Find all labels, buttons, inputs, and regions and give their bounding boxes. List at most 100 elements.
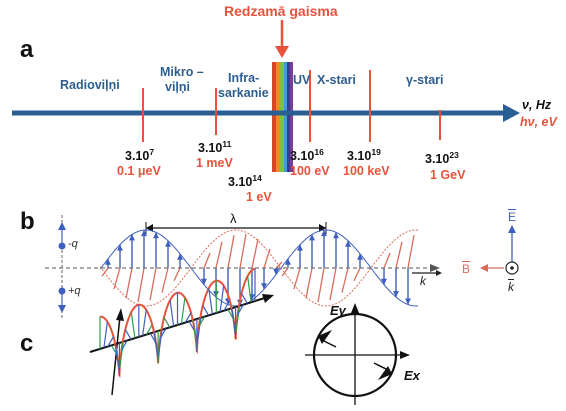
e-field-arrowhead bbox=[381, 278, 387, 285]
b-field-arrow bbox=[203, 252, 211, 269]
tick-energy: 1 GeV bbox=[430, 168, 466, 182]
e-field-arrowhead bbox=[345, 240, 351, 247]
b-field-arrow bbox=[137, 267, 145, 303]
b-field-arrow bbox=[149, 267, 157, 301]
b-field-arrow bbox=[395, 241, 403, 269]
e-field-arrowhead bbox=[273, 268, 279, 275]
e-field-arrowhead bbox=[153, 232, 159, 239]
wavelength-label: λ bbox=[230, 211, 237, 226]
b-field-arrow bbox=[329, 267, 337, 301]
electric-field-wave bbox=[99, 229, 419, 307]
rotation-arrow-bottom bbox=[378, 366, 392, 380]
e-field-arrowhead bbox=[393, 291, 399, 298]
helix-field-vector bbox=[184, 312, 192, 323]
helix-field-vector bbox=[114, 344, 120, 371]
tick-value: 3.1019 bbox=[347, 147, 381, 164]
tick-energy: 100 eV bbox=[290, 164, 330, 178]
tick-value: 3.1016 bbox=[290, 147, 324, 164]
helix-field-vector bbox=[119, 341, 124, 368]
e-field-arrowhead bbox=[177, 253, 183, 260]
helix-field-vector bbox=[231, 308, 236, 335]
ey-label: Ey bbox=[330, 303, 346, 318]
polarized-helix bbox=[89, 267, 274, 396]
polarization-circle bbox=[305, 303, 410, 405]
helix-field-vector bbox=[196, 317, 202, 344]
b-field-arrow bbox=[227, 234, 235, 269]
helix-field-vector bbox=[192, 320, 198, 347]
axis-label-energy: hν, eV bbox=[520, 115, 557, 129]
region-infra-2: sarkanie bbox=[218, 86, 269, 100]
e-field-arrowhead bbox=[285, 258, 291, 265]
tick-value: 3.1014 bbox=[228, 173, 262, 190]
k-label-wave: k bbox=[420, 274, 426, 288]
b-field-arrow bbox=[161, 267, 169, 293]
e-field-arrowhead bbox=[129, 234, 135, 241]
visible-spectrum-band bbox=[272, 62, 293, 172]
helix-field-vector bbox=[130, 312, 136, 339]
helix-field-vector bbox=[247, 276, 252, 303]
helix-field-vector bbox=[237, 304, 244, 315]
electric-wave-envelope bbox=[99, 229, 419, 307]
e-field-arrowhead bbox=[117, 244, 123, 251]
k-out-of-page-icon bbox=[505, 261, 519, 275]
b-field-arrow bbox=[383, 252, 391, 269]
tick-energy: 0.1 μeV bbox=[117, 164, 161, 178]
tick-energy: 1 eV bbox=[246, 190, 272, 204]
helix-field-vector bbox=[124, 329, 132, 340]
b-field-arrow bbox=[173, 267, 181, 282]
panel-c-label: c bbox=[20, 330, 34, 357]
visible-light-arrowhead bbox=[275, 46, 289, 58]
helix-field-vector bbox=[107, 336, 115, 347]
b-field-arrow bbox=[275, 261, 283, 269]
magnetic-wave-envelope bbox=[99, 229, 419, 307]
helix-field-vector bbox=[120, 340, 128, 351]
frequency-axis-arrowhead bbox=[503, 104, 520, 122]
b-field-arrow bbox=[293, 267, 301, 290]
e-field-arrowhead bbox=[201, 278, 207, 285]
panel-a-label: a bbox=[20, 36, 34, 63]
tick-energy: 1 meV bbox=[196, 156, 233, 170]
e-field-arrowhead bbox=[141, 230, 147, 237]
magnetic-field-wave bbox=[99, 229, 419, 307]
helix-field-vector bbox=[153, 332, 159, 359]
e-field-arrowhead bbox=[297, 244, 303, 251]
rotation-arrow-top bbox=[318, 330, 332, 344]
tick-value: 3.1023 bbox=[425, 150, 459, 167]
k-label-triad: k bbox=[508, 280, 514, 294]
helix-field-vector bbox=[198, 316, 206, 327]
region-uv: UV bbox=[293, 73, 311, 87]
b-field-arrow bbox=[215, 241, 223, 269]
charge-neg-label: -q bbox=[68, 238, 78, 250]
b-field-arrow bbox=[113, 267, 121, 290]
helix-field-vector bbox=[103, 321, 108, 348]
b-field-arrow bbox=[281, 267, 289, 277]
b-field-arrow bbox=[407, 234, 415, 269]
region-xray: X-stari bbox=[317, 73, 356, 87]
b-field-arrow bbox=[317, 267, 325, 303]
e-field-arrowhead bbox=[333, 232, 339, 239]
b-field-arrow bbox=[251, 238, 259, 269]
tick-value: 3.1011 bbox=[198, 139, 232, 156]
b-field-arrow bbox=[239, 233, 247, 269]
region-micro-2: viļņi bbox=[165, 80, 191, 94]
charge-pos-label: +q bbox=[68, 285, 81, 297]
e-field-arrowhead bbox=[405, 298, 411, 305]
helix-field-vector bbox=[219, 285, 225, 312]
b-field-arrow bbox=[305, 267, 313, 299]
e-field-arrowhead bbox=[309, 234, 315, 241]
helix-field-vector bbox=[180, 297, 186, 324]
b-field-arrow bbox=[263, 248, 271, 269]
b-field-arrow bbox=[353, 267, 361, 282]
helix-field-vector bbox=[169, 300, 175, 327]
helix-field-vector bbox=[235, 305, 241, 332]
region-radio: Radioviļņi bbox=[60, 78, 120, 92]
helix-field-vector bbox=[163, 317, 171, 328]
b-field-arrow bbox=[341, 267, 349, 293]
axis-label-frequency: ν, Hz bbox=[522, 98, 552, 112]
b-field-arrow bbox=[101, 267, 109, 277]
helix-field-vector bbox=[202, 305, 210, 316]
region-gamma: γ-stari bbox=[406, 73, 444, 87]
e-field-arrowhead bbox=[165, 240, 171, 247]
b-field-arrow bbox=[125, 267, 133, 299]
